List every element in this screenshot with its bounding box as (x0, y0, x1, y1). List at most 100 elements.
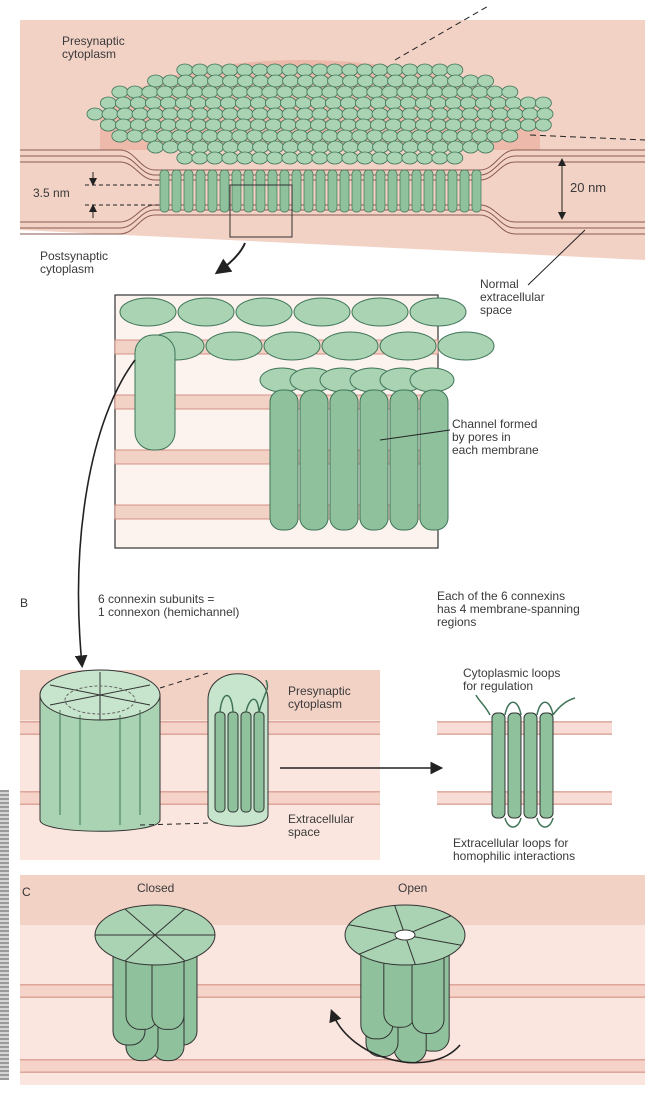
connexon-dome (427, 130, 443, 142)
connexon-dome (178, 75, 194, 87)
connexon-dome (355, 119, 371, 131)
connexon-dome (130, 119, 146, 131)
connexon-dome (367, 86, 383, 98)
connexon-dome (235, 119, 251, 131)
connexon-dome (268, 141, 284, 153)
spanning-label: Each of the 6 connexins has 4 membrane-s… (437, 590, 580, 629)
connexon-dome (145, 97, 161, 109)
channel-columns (160, 170, 481, 212)
connexon-dome (177, 108, 193, 120)
connexon-dome (217, 130, 233, 142)
connexon-dome (207, 152, 223, 164)
connexon-dome (142, 86, 158, 98)
connexon-dome (157, 86, 173, 98)
connexon-dome (193, 75, 209, 87)
connexon-dome (460, 97, 476, 109)
connexon-dome (277, 86, 293, 98)
channel-column (172, 170, 181, 212)
connexon-dome (372, 152, 388, 164)
connexon-dome (175, 119, 191, 131)
inset-column (270, 390, 298, 530)
connexon-dome (238, 141, 254, 153)
connexon-dome (463, 141, 479, 153)
connexon-dome (415, 97, 431, 109)
connexon-dome (352, 130, 368, 142)
presynaptic-label: Presynaptic cytoplasm (62, 35, 125, 61)
inset-column (390, 390, 418, 530)
connexon-dome (388, 141, 404, 153)
connexon-dome (357, 64, 373, 76)
connexon-dome (477, 108, 493, 120)
connexon-dome (312, 108, 328, 120)
connexon-dome (295, 97, 311, 109)
connexon-dome (418, 75, 434, 87)
connexon-dome (342, 152, 358, 164)
connexon-dome (202, 130, 218, 142)
connexon-dome (447, 64, 463, 76)
inset-dome (178, 298, 234, 326)
connexon-dome (177, 64, 193, 76)
connexon-dome (205, 119, 221, 131)
connexon-dome (505, 97, 521, 109)
b-extracellular-label: Extracellular space (288, 813, 354, 839)
connexon-dome (433, 141, 449, 153)
connexon-dome (252, 64, 268, 76)
connexon-dome (502, 86, 518, 98)
inset-arrow (218, 243, 245, 272)
space-width-label: 20 nm (570, 181, 606, 194)
inset-dome (294, 298, 350, 326)
connexon-dome (237, 108, 253, 120)
connexon-dome (102, 108, 118, 120)
connexon-dome (442, 130, 458, 142)
inset-column (420, 390, 448, 530)
connexon-dome (235, 97, 251, 109)
connexon-dome (537, 108, 553, 120)
inset-dome (410, 298, 466, 326)
connexon-dome (297, 108, 313, 120)
connexon-dome (472, 130, 488, 142)
connexon-dome (295, 119, 311, 131)
connexon-dome (262, 86, 278, 98)
connexon-dome (280, 97, 296, 109)
open-pore (395, 930, 415, 940)
connexon-dome (342, 108, 358, 120)
connexon-dome (403, 75, 419, 87)
connexon-dome (327, 152, 343, 164)
inset-column (300, 390, 328, 530)
channel-column (160, 170, 169, 212)
closed-label: Closed (137, 882, 174, 895)
connexon-dome (162, 108, 178, 120)
connexon-dome (277, 130, 293, 142)
connexon-dome (220, 97, 236, 109)
connexon-dome (397, 86, 413, 98)
channel-column (184, 170, 193, 212)
connexon-dome (412, 86, 428, 98)
connexon-dome (163, 75, 179, 87)
connexon-dome (445, 97, 461, 109)
connexon-dome (442, 86, 458, 98)
connexon-dome (237, 152, 253, 164)
channel-label: Channel formed by pores in each membrane (452, 418, 539, 457)
connexon-dome (283, 75, 299, 87)
connexon-dome (520, 97, 536, 109)
connexon-dome (298, 141, 314, 153)
normal-space-label: Normal extracellular space (480, 278, 545, 317)
connexon-dome (238, 75, 254, 87)
connexon-dome (388, 75, 404, 87)
connexon-dome (262, 130, 278, 142)
channel-column (328, 170, 337, 212)
connexon-dome (160, 119, 176, 131)
cyto-loops-label: Cytoplasmic loops for regulation (463, 667, 560, 693)
connexon-dome (190, 97, 206, 109)
gap-width-label: 3.5 nm (33, 187, 70, 200)
connexon-dome (418, 141, 434, 153)
channel-column (436, 170, 445, 212)
connexon-dome (312, 64, 328, 76)
inset-column (135, 335, 175, 450)
channel-column (424, 170, 433, 212)
connexon-dome (432, 64, 448, 76)
connexon-dome (490, 97, 506, 109)
connexon-dome (247, 86, 263, 98)
channel-column (400, 170, 409, 212)
